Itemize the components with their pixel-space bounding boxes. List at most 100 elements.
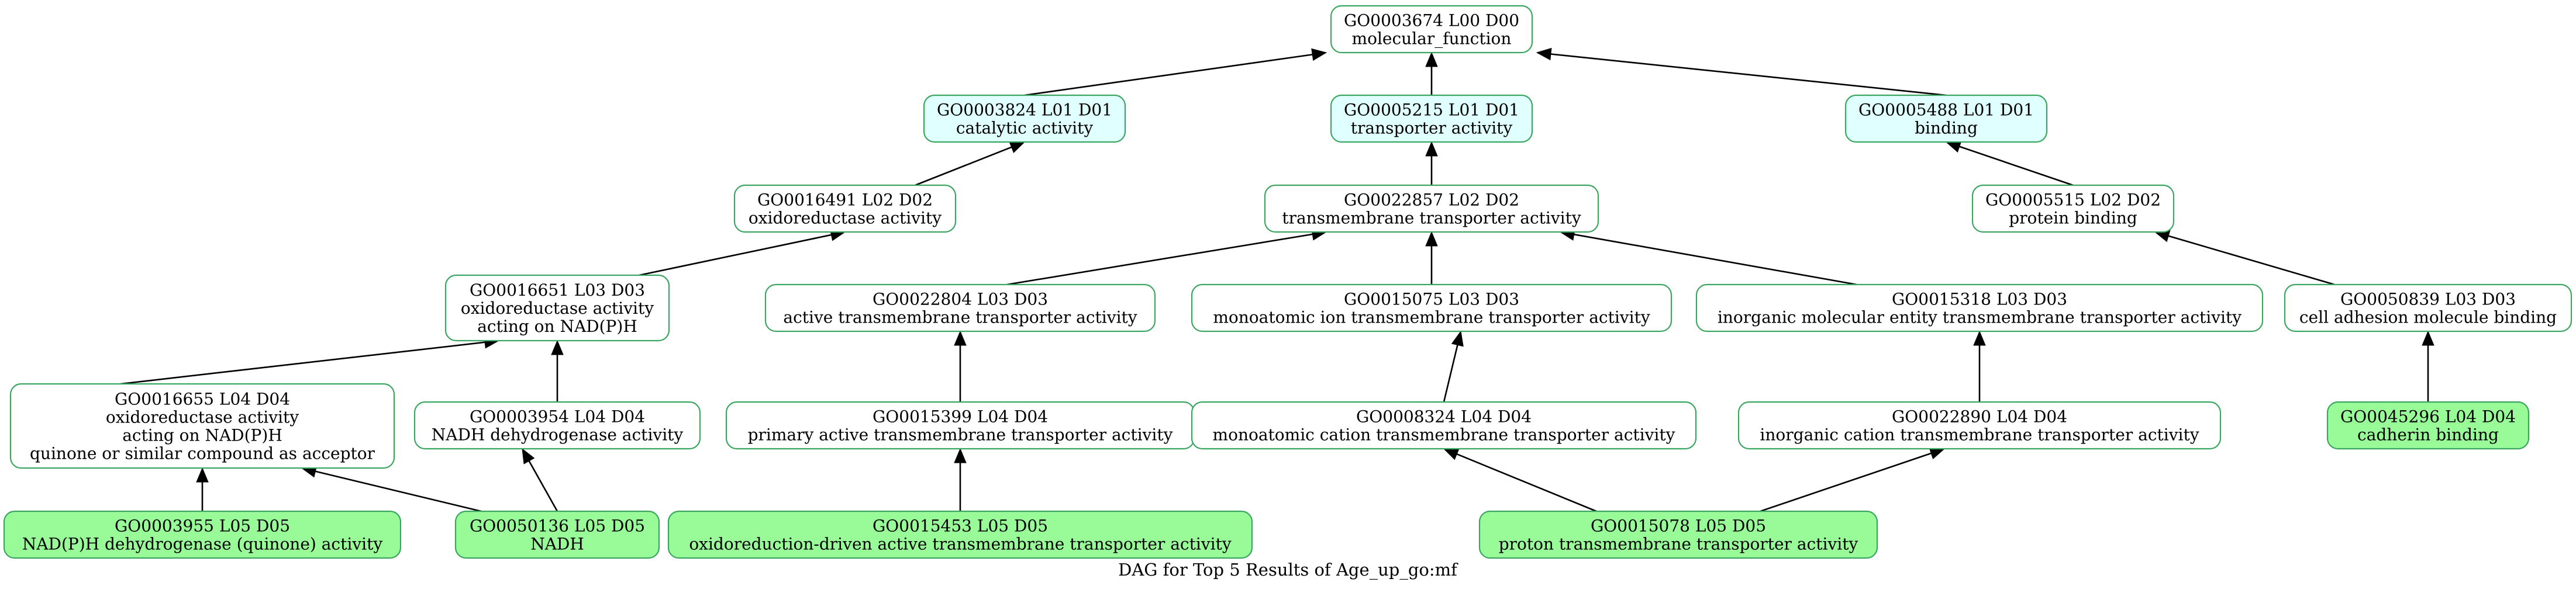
arrowhead-icon — [954, 330, 967, 346]
edge-go0005515-to-go0005488 — [1945, 140, 2074, 186]
node-id-label: GO0003824 L01 D01 — [937, 101, 1112, 120]
node-id-label: GO0022890 L04 D04 — [1892, 407, 2067, 427]
node-term-label: oxidoreduction-driven active transmembra… — [689, 535, 1232, 554]
node-id-label: GO0005215 L01 D01 — [1344, 101, 1519, 120]
node-id-label: GO0022857 L02 D02 — [1344, 190, 1519, 210]
node-term-label: NAD(P)H dehydrogenase (quinone) activity — [22, 535, 383, 554]
edge-go0015399-to-go0022804 — [954, 330, 967, 402]
node-box — [667, 510, 1253, 559]
node-box — [1264, 184, 1599, 233]
edge-go0015075-to-go0022857 — [1425, 231, 1438, 285]
edge-line — [1959, 145, 2074, 186]
arrowhead-icon — [1443, 448, 1460, 460]
node-id-label: GO0015318 L03 D03 — [1892, 290, 2067, 309]
edge-line — [2168, 235, 2335, 286]
node-box — [413, 401, 701, 450]
node-term-label: monoatomic cation transmembrane transpor… — [1213, 425, 1675, 445]
node-term-label: protein binding — [2009, 209, 2137, 228]
node-box — [923, 94, 1126, 143]
node-box — [454, 510, 660, 559]
node-id-label: GO0050839 L03 D03 — [2340, 290, 2516, 309]
node-box — [1844, 94, 2048, 143]
node-box — [2284, 283, 2572, 332]
arrowhead-icon — [1451, 330, 1464, 347]
node-box — [1971, 184, 2175, 233]
node-box — [2326, 401, 2530, 450]
node-term-label: transporter activity — [1351, 119, 1513, 138]
edge-go0050839-to-go0005515 — [2154, 230, 2335, 286]
edge-go0003824-to-go0003674 — [1024, 48, 1327, 96]
arrowhead-icon — [1009, 141, 1026, 154]
edge-line — [120, 341, 485, 385]
node-id-label: GO0003674 L00 D00 — [1344, 11, 1519, 30]
node-box — [1478, 510, 1878, 559]
edge-go0050136-to-go0016655 — [301, 465, 482, 512]
edge-go0015318-to-go0022857 — [1559, 228, 1857, 286]
node-id-label: GO0005488 L01 D01 — [1858, 101, 2034, 120]
node-term-label: NADH — [530, 535, 584, 554]
node-id-label: GO0015453 L05 D05 — [873, 517, 1048, 536]
node-term-label: oxidoreductase activity — [461, 299, 654, 318]
node-id-label: GO0016651 L03 D03 — [470, 280, 645, 300]
edge-go0005488-to-go0003674 — [1536, 47, 1947, 96]
node-term-label: NADH dehydrogenase activity — [432, 425, 684, 445]
node-term-label: catalytic activity — [956, 119, 1093, 138]
edge-go0022804-to-go0022857 — [1006, 228, 1327, 286]
node-box — [1330, 5, 1533, 54]
arrowhead-icon — [2422, 330, 2434, 346]
node-id-label: GO0003954 L04 D04 — [470, 407, 645, 427]
node-id-label: GO0015075 L03 D03 — [1344, 290, 1519, 309]
arrowhead-icon — [1536, 47, 1552, 61]
node-term-label: monoatomic ion transmembrane transporter… — [1213, 308, 1650, 327]
node-term-label: binding — [1915, 119, 1978, 138]
edge-go0022857-to-go0005215 — [1425, 141, 1438, 185]
node-term-label: active transmembrane transporter activit… — [783, 308, 1137, 327]
edge-go0050136-to-go0003954 — [522, 448, 558, 512]
node-term-label: proton transmembrane transporter activit… — [1499, 535, 1858, 554]
node-term-label: transmembrane transporter activity — [1282, 209, 1581, 228]
node-term-label: oxidoreductase activity — [106, 408, 299, 427]
node-id-label: GO0015078 L05 D05 — [1591, 517, 1766, 536]
node-id-label: GO0015399 L04 D04 — [873, 407, 1048, 427]
node-box — [1737, 401, 2222, 450]
node-term-label: acting on NAD(P)H — [122, 426, 282, 445]
node-box — [1191, 401, 1697, 450]
node-box — [1191, 283, 1672, 332]
edge-line — [1443, 345, 1458, 403]
edge-go0016651-to-go0016491 — [639, 228, 846, 276]
node-box — [3, 510, 402, 559]
node-term-label: cadherin binding — [2357, 425, 2499, 445]
node-layer: GO0003674 L00 D00molecular_functionGO000… — [3, 5, 2572, 559]
edge-line — [315, 470, 482, 512]
edge-go0005215-to-go0003674 — [1425, 51, 1438, 95]
diagram-title: DAG for Top 5 Results of Age_up_go:mf — [1118, 560, 1458, 580]
node-id-label: GO0005515 L02 D02 — [1985, 190, 2161, 210]
edge-line — [639, 234, 832, 276]
node-term-label: molecular_function — [1352, 29, 1512, 48]
node-term-label: cell adhesion molecule binding — [2299, 308, 2557, 327]
arrowhead-icon — [1945, 140, 1962, 153]
edge-go0015078-to-go0008324 — [1443, 448, 1597, 512]
node-box — [444, 274, 670, 342]
node-term-label: inorganic molecular entity transmembrane… — [1718, 308, 2242, 327]
edge-go0045296-to-go0050839 — [2422, 330, 2434, 402]
edge-line — [528, 460, 558, 512]
arrowhead-icon — [1973, 330, 1986, 346]
node-id-label: GO0016655 L04 D04 — [115, 390, 290, 409]
